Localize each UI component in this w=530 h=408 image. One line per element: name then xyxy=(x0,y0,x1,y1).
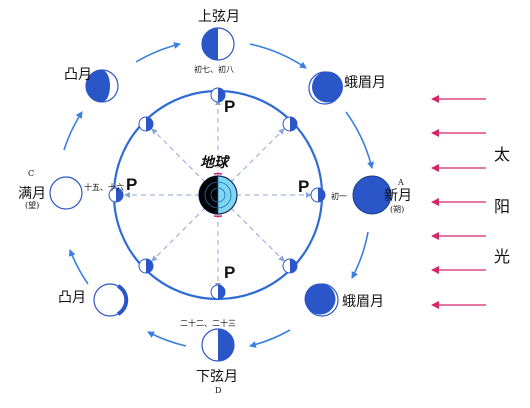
label-full-moon-days: 十五、十六 xyxy=(84,182,124,192)
moon-waning-crescent-bottom xyxy=(304,283,339,317)
label-waxing-gibbous: 凸月 xyxy=(64,67,92,83)
moon-full xyxy=(49,176,83,210)
label-first-quarter-days: 初七、初八 xyxy=(194,64,234,74)
earth xyxy=(198,172,238,218)
label-last-quarter-days: 二十二、二十三 xyxy=(180,318,236,328)
inner-moon-right xyxy=(310,187,326,203)
label-full-moon-marker: C xyxy=(28,169,34,178)
inner-moon-top-left xyxy=(138,116,154,132)
moon-new xyxy=(352,175,392,215)
sunlight-char-1: 太 xyxy=(494,145,510,164)
label-waning-crescent: 蛾眉月 xyxy=(342,294,384,310)
inner-moon-bottom-left xyxy=(138,258,154,274)
label-full-moon: 满月 xyxy=(18,186,46,202)
inner-orbit-moons xyxy=(108,87,326,300)
label-new-moon: 新月 xyxy=(384,188,412,204)
inner-moon-left xyxy=(108,187,124,203)
moon-last-quarter xyxy=(201,328,235,362)
label-waning-gibbous: 凸月 xyxy=(58,290,86,306)
label-last-quarter-marker: D xyxy=(215,386,221,395)
earth-label: 地球 xyxy=(200,154,231,171)
label-full-moon-note: (望) xyxy=(25,200,39,210)
label-new-moon-marker: A xyxy=(397,178,404,187)
inner-moon-top xyxy=(210,87,226,103)
orbit-point-label-top: P xyxy=(224,97,235,116)
inner-moon-top-right xyxy=(282,116,298,132)
outer-orbit-arrows xyxy=(63,42,374,348)
sunlight-arrows xyxy=(431,95,486,309)
moon-waning-gibbous-bottom xyxy=(93,283,129,317)
label-first-quarter: 上弦月 xyxy=(198,9,240,25)
orbit-point-label-bottom: P xyxy=(224,263,235,282)
sight-lines xyxy=(124,99,312,289)
moon-waxing-crescent-top xyxy=(308,71,343,105)
label-last-quarter: 下弦月 xyxy=(196,369,238,385)
orbit-point-label-left: P xyxy=(126,175,137,194)
label-new-moon-note: (朔) xyxy=(390,204,404,214)
inner-moon-bottom-right xyxy=(282,258,298,274)
label-new-moon-days: 初一 xyxy=(331,191,347,201)
moon-first-quarter xyxy=(201,27,235,61)
moon-waxing-gibbous-top xyxy=(85,69,119,103)
sunlight-char-3: 光 xyxy=(494,247,510,266)
sunlight-char-2: 阳 xyxy=(494,197,510,216)
label-waxing-crescent: 蛾眉月 xyxy=(344,75,386,91)
orbit-point-label-right: P xyxy=(298,177,309,196)
inner-moon-bottom xyxy=(210,284,226,300)
